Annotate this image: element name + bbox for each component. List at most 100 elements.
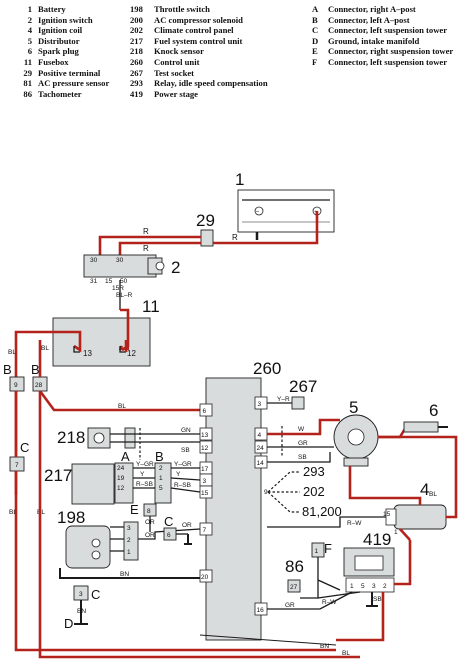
svg-text:5: 5 xyxy=(159,485,163,492)
legend-key: 200 xyxy=(130,14,143,25)
label-202: 202 xyxy=(303,484,325,499)
svg-text:9: 9 xyxy=(14,382,18,389)
legend-key: 6 xyxy=(27,46,32,57)
label-218: 218 xyxy=(57,428,85,447)
svg-text:3: 3 xyxy=(127,525,131,532)
label-C: C xyxy=(20,440,29,455)
legend-label: Positive terminal xyxy=(38,67,101,78)
svg-text:19: 19 xyxy=(117,475,125,482)
legend-key: 11 xyxy=(23,56,32,67)
svg-text:13: 13 xyxy=(83,349,92,358)
legend-item: B Connector, left A–post xyxy=(312,15,453,26)
spark-plug xyxy=(403,421,439,433)
label-D: D xyxy=(64,616,73,631)
svg-text:SB: SB xyxy=(373,596,382,603)
svg-text:GR: GR xyxy=(285,602,295,609)
legend-key: 218 xyxy=(130,46,143,57)
svg-text:3: 3 xyxy=(203,478,207,485)
legend-key: 198 xyxy=(130,4,143,14)
label-F: F xyxy=(324,541,332,556)
legend-item: 5 Distributor xyxy=(4,36,109,47)
legend-label: Ground, intake manifold xyxy=(328,35,420,46)
legend-label: Throttle switch xyxy=(154,4,210,14)
svg-text:20: 20 xyxy=(201,574,209,581)
label-217: 217 xyxy=(44,466,72,485)
svg-text:R–W: R–W xyxy=(347,520,362,527)
legend-label: Relay, idle speed compensation xyxy=(154,78,268,89)
legend-label: Distributor xyxy=(38,35,80,46)
legend-key: 4 xyxy=(27,25,32,36)
legend-label: Connector, left A–post xyxy=(328,14,410,25)
svg-text:OR: OR xyxy=(145,519,155,526)
svg-text:5: 5 xyxy=(361,583,365,590)
svg-text:24: 24 xyxy=(117,465,125,472)
svg-text:Y–R: Y–R xyxy=(277,396,290,403)
legend-key: 1 xyxy=(27,4,32,14)
svg-text:Y–GR: Y–GR xyxy=(174,461,192,468)
legend-key: 2 xyxy=(27,14,32,25)
svg-text:31: 31 xyxy=(90,278,98,285)
svg-text:1: 1 xyxy=(394,529,398,536)
legend-key: A xyxy=(312,4,319,14)
positive-terminal xyxy=(200,229,214,247)
svg-text:15: 15 xyxy=(201,490,209,497)
svg-text:1: 1 xyxy=(159,475,163,482)
legend-key: 260 xyxy=(130,56,143,67)
fusebox xyxy=(52,317,151,367)
svg-text:15R: 15R xyxy=(112,285,124,292)
svg-text:12: 12 xyxy=(117,485,125,492)
legend-key: B xyxy=(312,14,318,25)
legend-label: Fuel system control unit xyxy=(154,35,243,46)
legend-label: Battery xyxy=(38,4,66,14)
svg-text:R–SB: R–SB xyxy=(174,482,191,489)
label-29: 29 xyxy=(196,211,215,230)
legend-label: Test socket xyxy=(154,67,195,78)
svg-text:OR: OR xyxy=(145,532,155,539)
legend-label: Connector, left suspension tower xyxy=(328,25,448,36)
test-socket xyxy=(291,396,305,410)
svg-text:2: 2 xyxy=(159,465,163,472)
svg-text:28: 28 xyxy=(35,382,43,389)
legend-key: D xyxy=(312,35,319,46)
label-2: 2 xyxy=(171,258,180,277)
svg-text:16: 16 xyxy=(257,607,265,614)
legend-label: Ignition coil xyxy=(38,25,83,36)
svg-text:6: 6 xyxy=(203,408,207,415)
svg-text:BL: BL xyxy=(342,650,350,657)
svg-text:SB: SB xyxy=(298,454,307,461)
throttle-switch xyxy=(65,525,111,569)
svg-text:2: 2 xyxy=(127,537,131,544)
legend-key: 202 xyxy=(130,25,143,36)
label-293: 293 xyxy=(303,464,325,479)
tachometer xyxy=(287,579,301,593)
svg-text:24: 24 xyxy=(257,445,265,452)
legend-label: Ignition switch xyxy=(38,14,93,25)
svg-text:27: 27 xyxy=(290,584,298,591)
svg-text:R–SB: R–SB xyxy=(136,481,153,488)
legend-key: 217 xyxy=(130,35,143,46)
svg-text:Y: Y xyxy=(140,471,145,478)
legend-label: AC pressure sensor xyxy=(38,78,110,89)
wire-label-R: R xyxy=(143,227,149,236)
legend-item: 81 AC pressure sensor xyxy=(4,78,109,89)
control-unit-260 xyxy=(205,377,262,641)
label-4: 4 xyxy=(420,480,429,499)
legend-key: 81 xyxy=(23,78,32,89)
legend-item: 4 Ignition coil xyxy=(4,25,109,36)
legend-label: Power stage xyxy=(154,88,198,99)
legend-item: 260 Control unit xyxy=(130,57,268,68)
label-6: 6 xyxy=(429,401,438,420)
legend-label: Control unit xyxy=(154,56,200,67)
legend-key: E xyxy=(312,46,318,57)
legend-key: 29 xyxy=(23,67,32,78)
legend-key: 5 xyxy=(27,35,32,46)
